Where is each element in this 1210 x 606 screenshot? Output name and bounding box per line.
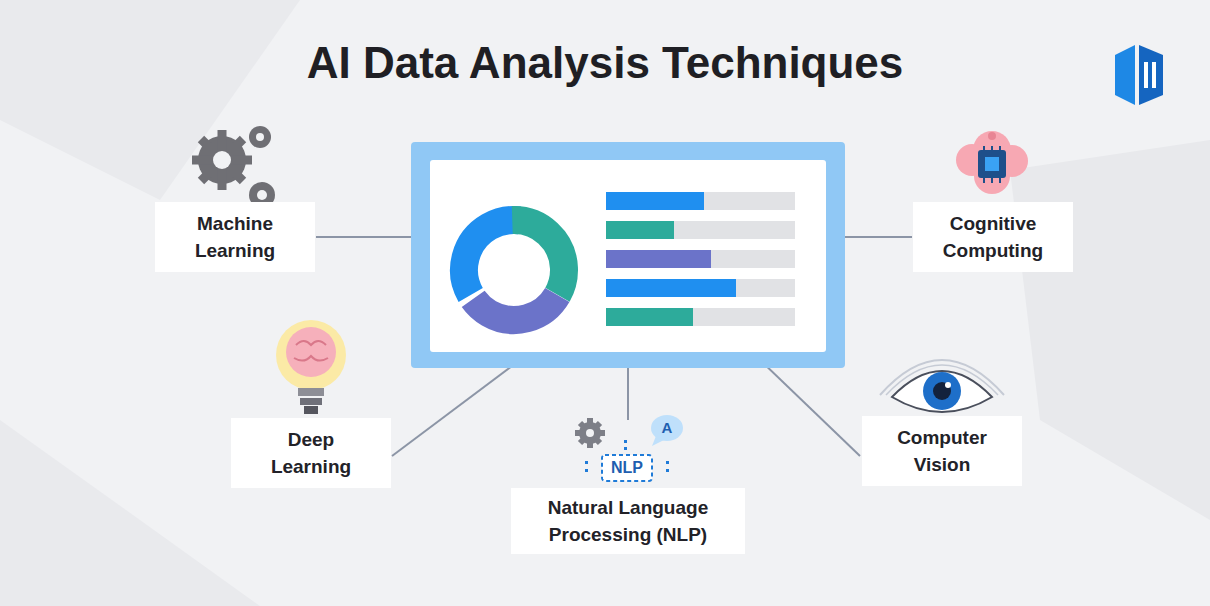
technique-box: Computer Vision — [862, 416, 1022, 486]
technique-label: Natural Language Processing (NLP) — [523, 494, 733, 548]
diagram-title: AI Data Analysis Techniques — [0, 38, 1210, 88]
chip-text: NLP — [603, 457, 651, 479]
technique-label: Deep Learning — [246, 426, 376, 480]
technique-box: Natural Language Processing (NLP) — [511, 488, 745, 554]
technique-box: Deep Learning — [231, 418, 391, 488]
technique-label: Cognitive Computing — [928, 210, 1058, 264]
bubble-letter: A — [655, 417, 679, 439]
technique-box: Machine Learning — [155, 202, 315, 272]
technique-label: Machine Learning — [170, 210, 300, 264]
technique-box: Cognitive Computing — [913, 202, 1073, 272]
technique-label: Computer Vision — [877, 424, 1007, 478]
